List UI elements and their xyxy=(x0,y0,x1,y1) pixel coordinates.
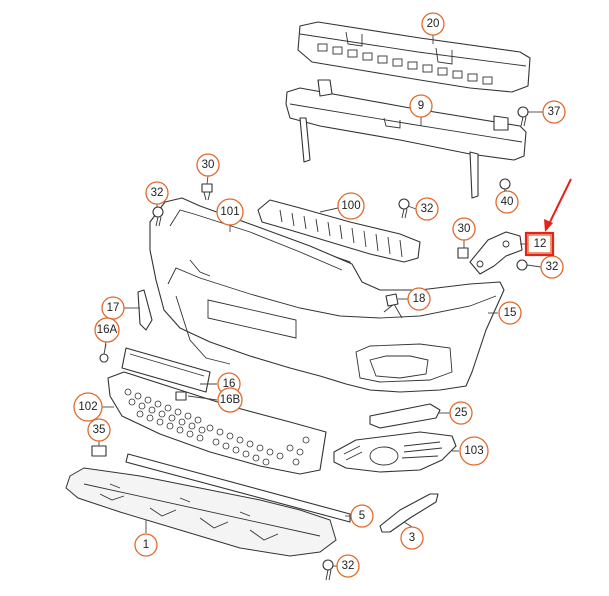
part-side-strip xyxy=(137,289,153,331)
svg-text:101: 101 xyxy=(220,206,239,218)
screw-icon xyxy=(398,198,410,219)
plug-icon xyxy=(175,391,187,401)
part-side-bracket xyxy=(469,231,523,275)
callout-32[interactable]: 32 xyxy=(540,255,564,279)
callout-16A[interactable]: 16A xyxy=(94,317,120,343)
callout-18[interactable]: 18 xyxy=(407,287,431,311)
callout-100[interactable]: 100 xyxy=(337,192,365,220)
svg-text:32: 32 xyxy=(421,203,434,215)
nut-icon xyxy=(91,445,107,457)
highlight-box xyxy=(524,231,555,257)
callout-17[interactable]: 17 xyxy=(101,296,125,320)
screw-icon xyxy=(517,106,529,127)
callout-32[interactable]: 32 xyxy=(415,197,439,221)
screw-icon xyxy=(322,559,334,581)
screw-icon xyxy=(499,178,511,199)
callout-40[interactable]: 40 xyxy=(495,190,519,214)
svg-text:25: 25 xyxy=(455,407,468,419)
washer-icon xyxy=(99,343,109,363)
svg-text:16B: 16B xyxy=(220,394,241,406)
svg-text:40: 40 xyxy=(501,196,514,208)
svg-text:17: 17 xyxy=(107,302,120,314)
svg-text:5: 5 xyxy=(359,510,365,522)
callout-30[interactable]: 30 xyxy=(196,153,220,177)
svg-text:32: 32 xyxy=(546,261,559,273)
svg-text:32: 32 xyxy=(151,187,164,199)
part-bumper-cover xyxy=(149,197,505,393)
svg-text:9: 9 xyxy=(418,100,424,112)
svg-text:100: 100 xyxy=(341,200,360,212)
callout-30[interactable]: 30 xyxy=(452,217,476,241)
callout-1[interactable]: 1 xyxy=(134,533,158,557)
part-energy-absorber xyxy=(297,21,531,93)
callout-12[interactable]: 12 xyxy=(527,234,552,254)
svg-text:16: 16 xyxy=(223,378,236,390)
svg-text:15: 15 xyxy=(504,307,517,319)
nut-icon xyxy=(457,247,469,259)
callout-15[interactable]: 15 xyxy=(498,301,522,325)
clip-icon xyxy=(201,183,213,201)
callout-3[interactable]: 3 xyxy=(400,526,424,550)
part-lower-side-bracket xyxy=(379,493,439,533)
clip-icon xyxy=(385,293,399,307)
callouts: 20 9 37 30 32 100 101 32 xyxy=(73,12,566,578)
svg-text:30: 30 xyxy=(458,223,471,235)
svg-text:16A: 16A xyxy=(97,324,118,336)
part-trim-strip xyxy=(369,403,441,429)
callout-37[interactable]: 37 xyxy=(542,100,566,124)
callout-20[interactable]: 20 xyxy=(421,12,445,36)
callout-16B[interactable]: 16B xyxy=(217,387,243,413)
callout-32[interactable]: 32 xyxy=(336,554,360,578)
part-bottom-strip xyxy=(125,453,351,523)
svg-text:102: 102 xyxy=(78,401,97,413)
callout-35[interactable]: 35 xyxy=(87,418,111,442)
part-fog-grille xyxy=(333,431,457,473)
svg-text:37: 37 xyxy=(548,106,561,118)
svg-text:35: 35 xyxy=(93,424,106,436)
part-plate-holder xyxy=(121,347,211,393)
screw-icon xyxy=(152,206,164,227)
highlight-part-12 xyxy=(524,178,572,257)
svg-text:32: 32 xyxy=(342,560,355,572)
svg-text:20: 20 xyxy=(427,18,440,30)
callout-102[interactable]: 102 xyxy=(73,392,103,422)
callout-5[interactable]: 5 xyxy=(350,504,374,528)
highlight-arrow-line xyxy=(548,178,572,225)
part-bumper-reinforcement xyxy=(285,79,527,199)
callout-25[interactable]: 25 xyxy=(449,401,473,425)
svg-text:3: 3 xyxy=(409,532,415,544)
part-lower-grille xyxy=(107,371,327,475)
callout-101[interactable]: 101 xyxy=(216,198,244,226)
part-centre-grille xyxy=(257,199,421,263)
highlight-arrow-head xyxy=(544,219,553,232)
svg-text:12: 12 xyxy=(534,238,547,250)
screw-icon xyxy=(516,259,528,271)
callout-9[interactable]: 9 xyxy=(409,94,433,118)
svg-text:1: 1 xyxy=(143,539,149,551)
svg-text:18: 18 xyxy=(413,293,426,305)
part-underbody-cover xyxy=(65,467,337,557)
callout-103[interactable]: 103 xyxy=(459,436,489,466)
svg-text:103: 103 xyxy=(464,445,483,457)
svg-text:30: 30 xyxy=(202,159,215,171)
callout-32[interactable]: 32 xyxy=(145,181,169,205)
